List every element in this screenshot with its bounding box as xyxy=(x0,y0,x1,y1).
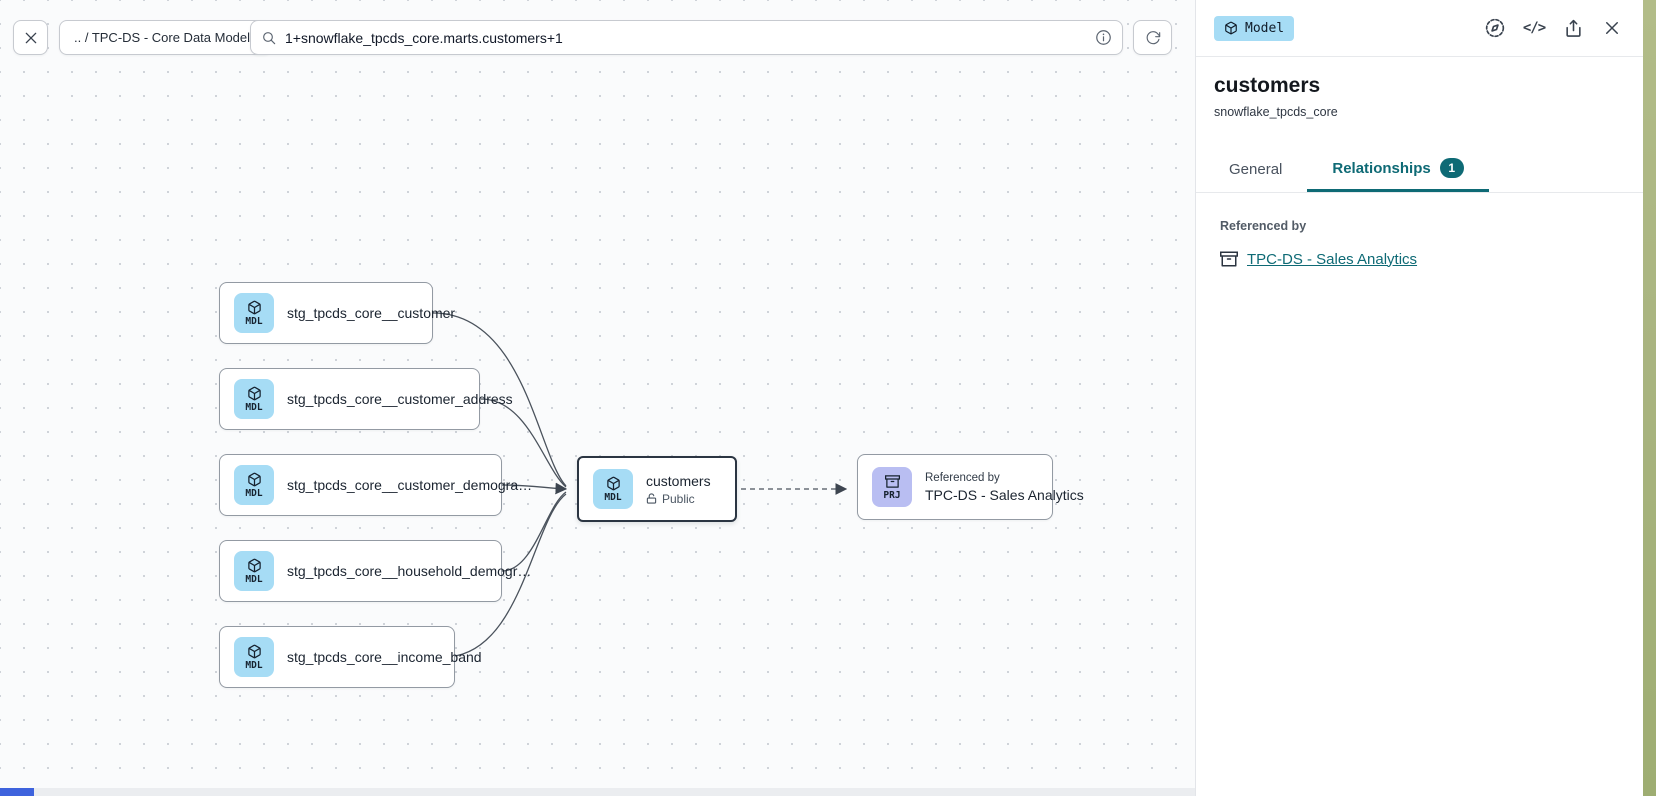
cube-icon xyxy=(247,558,262,573)
model-badge-icon: MDL xyxy=(234,551,274,591)
close-panel-button[interactable] xyxy=(1601,17,1623,39)
panel-tabs: General Relationships 1 xyxy=(1196,146,1643,193)
node-label: stg_tpcds_core__household_demogr… xyxy=(287,563,531,579)
node-label: stg_tpcds_core__customer_address xyxy=(287,391,513,407)
model-badge-icon: MDL xyxy=(234,379,274,419)
model-badge-icon: MDL xyxy=(234,465,274,505)
archive-icon xyxy=(885,474,900,489)
details-panel: Model </> xyxy=(1195,0,1643,796)
close-lineage-button[interactable] xyxy=(13,20,48,55)
section-heading: Referenced by xyxy=(1220,219,1625,233)
details-panel-header: Model </> xyxy=(1196,0,1643,57)
project-badge-icon: PRJ xyxy=(872,467,912,507)
node-type-code: MDL xyxy=(604,493,621,503)
refresh-icon xyxy=(1145,30,1161,46)
public-access-icon xyxy=(646,493,657,504)
lineage-search-bar[interactable] xyxy=(250,20,1123,55)
resource-type-label: Model xyxy=(1245,21,1284,36)
cube-icon xyxy=(606,476,621,491)
resource-type-badge: Model xyxy=(1214,16,1294,41)
share-button[interactable] xyxy=(1562,17,1584,39)
tab-label: General xyxy=(1229,161,1282,178)
close-icon xyxy=(23,30,39,46)
model-badge-icon: MDL xyxy=(593,469,633,509)
project-subtitle: snowflake_tpcds_core xyxy=(1214,105,1625,119)
tab-relationships[interactable]: Relationships 1 xyxy=(1307,146,1488,192)
node-type-code: MDL xyxy=(245,489,262,499)
page-title: customers xyxy=(1214,74,1625,98)
lineage-node-customers-selected[interactable]: MDL customers Public xyxy=(577,456,737,522)
search-input[interactable] xyxy=(285,30,1095,46)
archive-icon xyxy=(1220,250,1238,268)
lineage-node-stg-household-demographics[interactable]: MDL stg_tpcds_core__household_demogr… xyxy=(219,540,502,602)
view-code-button[interactable]: </> xyxy=(1523,17,1545,39)
lineage-node-stg-customer-address[interactable]: MDL stg_tpcds_core__customer_address xyxy=(219,368,480,430)
close-icon xyxy=(1603,19,1621,37)
node-type-code: PRJ xyxy=(883,491,900,501)
cube-icon xyxy=(1224,21,1238,35)
reference-link-row: TPC-DS - Sales Analytics xyxy=(1220,250,1625,268)
tab-label: Relationships xyxy=(1332,160,1430,177)
access-level-label: Public xyxy=(662,492,695,506)
referenced-by-kicker: Referenced by xyxy=(925,472,1084,484)
node-label: stg_tpcds_core__customer xyxy=(287,305,455,321)
cube-icon xyxy=(247,644,262,659)
relationships-count-badge: 1 xyxy=(1440,158,1464,178)
node-type-code: MDL xyxy=(245,575,262,585)
lineage-node-stg-income-band[interactable]: MDL stg_tpcds_core__income_band xyxy=(219,626,455,688)
cube-icon xyxy=(247,300,262,315)
share-icon xyxy=(1564,19,1583,38)
refresh-lineage-button[interactable] xyxy=(1133,20,1172,55)
node-label: TPC-DS - Sales Analytics xyxy=(925,487,1084,503)
info-icon[interactable] xyxy=(1095,29,1112,46)
node-type-code: MDL xyxy=(245,403,262,413)
cube-icon xyxy=(247,386,262,401)
tab-general[interactable]: General xyxy=(1204,149,1307,192)
compass-icon xyxy=(1485,18,1505,38)
referenced-project-link[interactable]: TPC-DS - Sales Analytics xyxy=(1247,251,1417,268)
desktop-background-strip xyxy=(1643,0,1656,796)
lineage-node-referencing-project[interactable]: PRJ Referenced by TPC-DS - Sales Analyti… xyxy=(857,454,1053,520)
breadcrumb[interactable]: .. / TPC-DS - Core Data Models xyxy=(59,20,272,55)
node-label: customers xyxy=(646,473,711,489)
view-lineage-button[interactable] xyxy=(1484,17,1506,39)
node-label: stg_tpcds_core__customer_demogra… xyxy=(287,477,532,493)
code-icon: </> xyxy=(1523,20,1545,36)
search-icon xyxy=(261,30,277,46)
node-type-code: MDL xyxy=(245,661,262,671)
lineage-node-stg-customer[interactable]: MDL stg_tpcds_core__customer xyxy=(219,282,433,344)
horizontal-scrollbar[interactable] xyxy=(0,788,1196,796)
cube-icon xyxy=(247,472,262,487)
breadcrumb-label: .. / TPC-DS - Core Data Models xyxy=(74,30,257,45)
panel-title-block: customers snowflake_tpcds_core xyxy=(1196,57,1643,119)
lineage-edges xyxy=(0,0,1195,796)
node-type-code: MDL xyxy=(245,317,262,327)
horizontal-scrollbar-thumb[interactable] xyxy=(0,788,34,796)
model-badge-icon: MDL xyxy=(234,637,274,677)
lineage-node-stg-customer-demographics[interactable]: MDL stg_tpcds_core__customer_demogra… xyxy=(219,454,502,516)
referenced-by-section: Referenced by TPC-DS - Sales Analytics xyxy=(1196,193,1643,268)
node-label: stg_tpcds_core__income_band xyxy=(287,649,482,665)
model-badge-icon: MDL xyxy=(234,293,274,333)
